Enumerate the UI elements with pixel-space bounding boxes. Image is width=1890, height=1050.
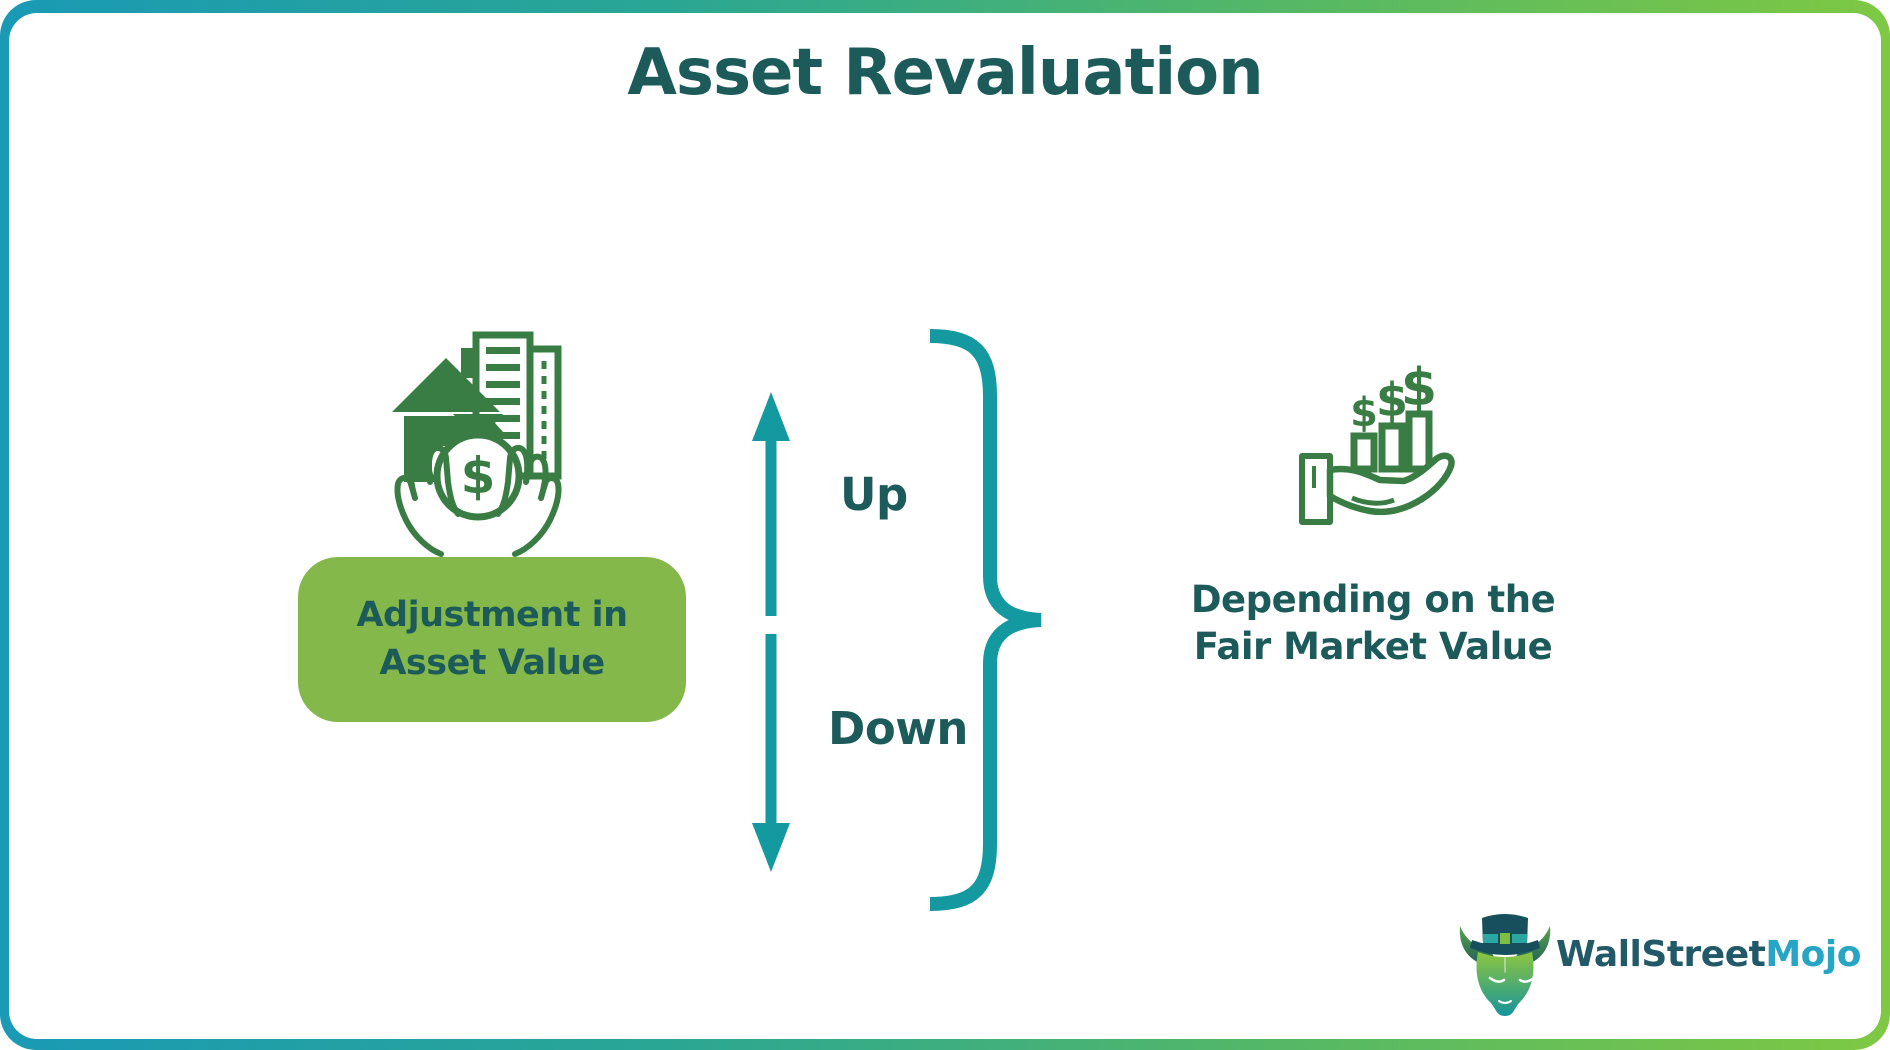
building-windows — [486, 347, 520, 439]
down-label: Down — [828, 702, 968, 755]
page-title: Asset Revaluation — [627, 36, 1263, 110]
hands-holding-money-bag-icon: $ — [392, 331, 562, 557]
dollar-signs: $ $ $ — [1350, 358, 1437, 436]
open-hands-shape — [394, 444, 562, 557]
open-hand-shape — [1299, 452, 1455, 525]
money-bag-shape: $ — [433, 414, 523, 521]
fair-market-value-caption: Depending on the Fair Market Value — [1123, 576, 1623, 671]
hat-buckle — [1498, 931, 1512, 946]
brand-name: WallStreetMojo — [1556, 934, 1861, 975]
wallstreetmojo-bull-logo — [1459, 914, 1551, 1016]
diagram-canvas — [9, 13, 1881, 1039]
caption-line2: Fair Market Value — [1193, 625, 1553, 669]
box-label-line1: Adjustment in — [356, 595, 628, 636]
svg-text:$: $ — [1401, 358, 1437, 418]
svg-text:$: $ — [1376, 373, 1408, 427]
adjustment-in-asset-value-box: Adjustment in Asset Value — [298, 557, 686, 722]
hand-with-dollar-growth-icon: $ $ $ — [1299, 358, 1455, 525]
caption-line1: Depending on the — [1190, 578, 1556, 621]
bull-face-details — [1488, 957, 1536, 1004]
brand-name-primary: WallStreet — [1556, 934, 1766, 975]
brand-name-accent: Mojo — [1765, 934, 1861, 975]
bull-face — [1476, 952, 1534, 1016]
growth-bars — [1350, 410, 1433, 473]
dollar-glyph: $ — [461, 447, 496, 505]
box-label-line2: Asset Value — [379, 642, 605, 683]
up-label: Up — [840, 468, 908, 521]
svg-text:$: $ — [1350, 390, 1378, 436]
